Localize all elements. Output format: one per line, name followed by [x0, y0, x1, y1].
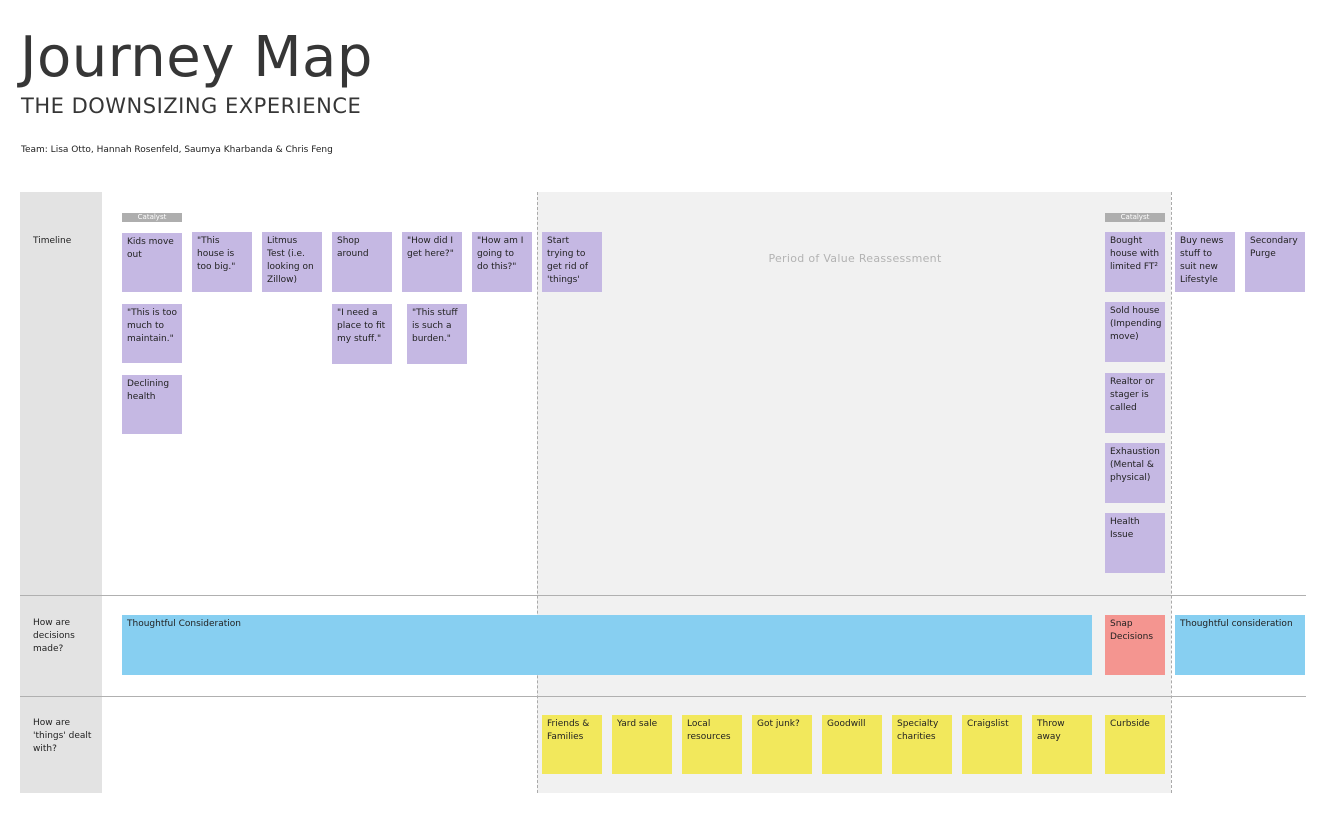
sticky-note: Buy news stuff to suit new Lifestyle: [1175, 232, 1235, 292]
catalyst-tag: Catalyst: [122, 213, 182, 222]
row-label-decisions: How are decisions made?: [33, 618, 75, 654]
sticky-note: Shop around: [332, 232, 392, 292]
sticky-note: "This stuff is such a burden.": [407, 304, 467, 364]
sticky-note: Bought house with limited FT²: [1105, 232, 1165, 292]
sticky-note: "This is too much to maintain.": [122, 304, 182, 363]
sticky-note: Realtor or stager is called: [1105, 373, 1165, 433]
disposal-note: Yard sale: [612, 715, 672, 774]
disposal-note: Local resources: [682, 715, 742, 774]
period-of-value-reassessment-region: [537, 192, 1171, 793]
sticky-note: Sold house (Impending move): [1105, 302, 1165, 362]
row-divider: [20, 595, 1306, 596]
period-end-divider: [1171, 192, 1172, 793]
row-label-things: How are 'things' dealt with?: [33, 718, 92, 754]
team-credits: Team: Lisa Otto, Hannah Rosenfeld, Saumy…: [21, 145, 333, 155]
catalyst-tag: Catalyst: [1105, 213, 1165, 222]
row-divider: [20, 696, 1306, 697]
disposal-note: Got junk?: [752, 715, 812, 774]
period-label: Period of Value Reassessment: [768, 252, 942, 265]
sticky-note: "This house is too big.": [192, 232, 252, 292]
disposal-note: Specialty charities: [892, 715, 952, 774]
period-start-divider: [537, 192, 538, 793]
disposal-note: Goodwill: [822, 715, 882, 774]
sticky-note: Kids move out: [122, 233, 182, 292]
sticky-note: Secondary Purge: [1245, 232, 1305, 292]
sticky-note: Health Issue: [1105, 513, 1165, 573]
disposal-note: Friends & Families: [542, 715, 602, 774]
page-title: Journey Map: [20, 25, 373, 90]
disposal-note: Curbside: [1105, 715, 1165, 774]
row-label-column: [20, 192, 102, 793]
disposal-note: Craigslist: [962, 715, 1022, 774]
decision-note-thoughtful: Thoughtful consideration: [1175, 615, 1305, 675]
sticky-note: "How am I going to do this?": [472, 232, 532, 292]
decision-note-snap: Snap Decisions: [1105, 615, 1165, 675]
sticky-note: "How did I get here?": [402, 232, 462, 292]
disposal-note: Throw away: [1032, 715, 1092, 774]
page-subtitle: THE DOWNSIZING EXPERIENCE: [21, 94, 362, 118]
sticky-note: Declining health: [122, 375, 182, 434]
decision-note-thoughtful: Thoughtful Consideration: [122, 615, 1092, 675]
sticky-note: Start trying to get rid of 'things': [542, 232, 602, 292]
row-label-timeline: Timeline: [33, 236, 72, 246]
sticky-note: Exhaustion (Mental & physical): [1105, 443, 1165, 503]
sticky-note: Litmus Test (i.e. looking on Zillow): [262, 232, 322, 292]
sticky-note: "I need a place to fit my stuff.": [332, 304, 392, 364]
